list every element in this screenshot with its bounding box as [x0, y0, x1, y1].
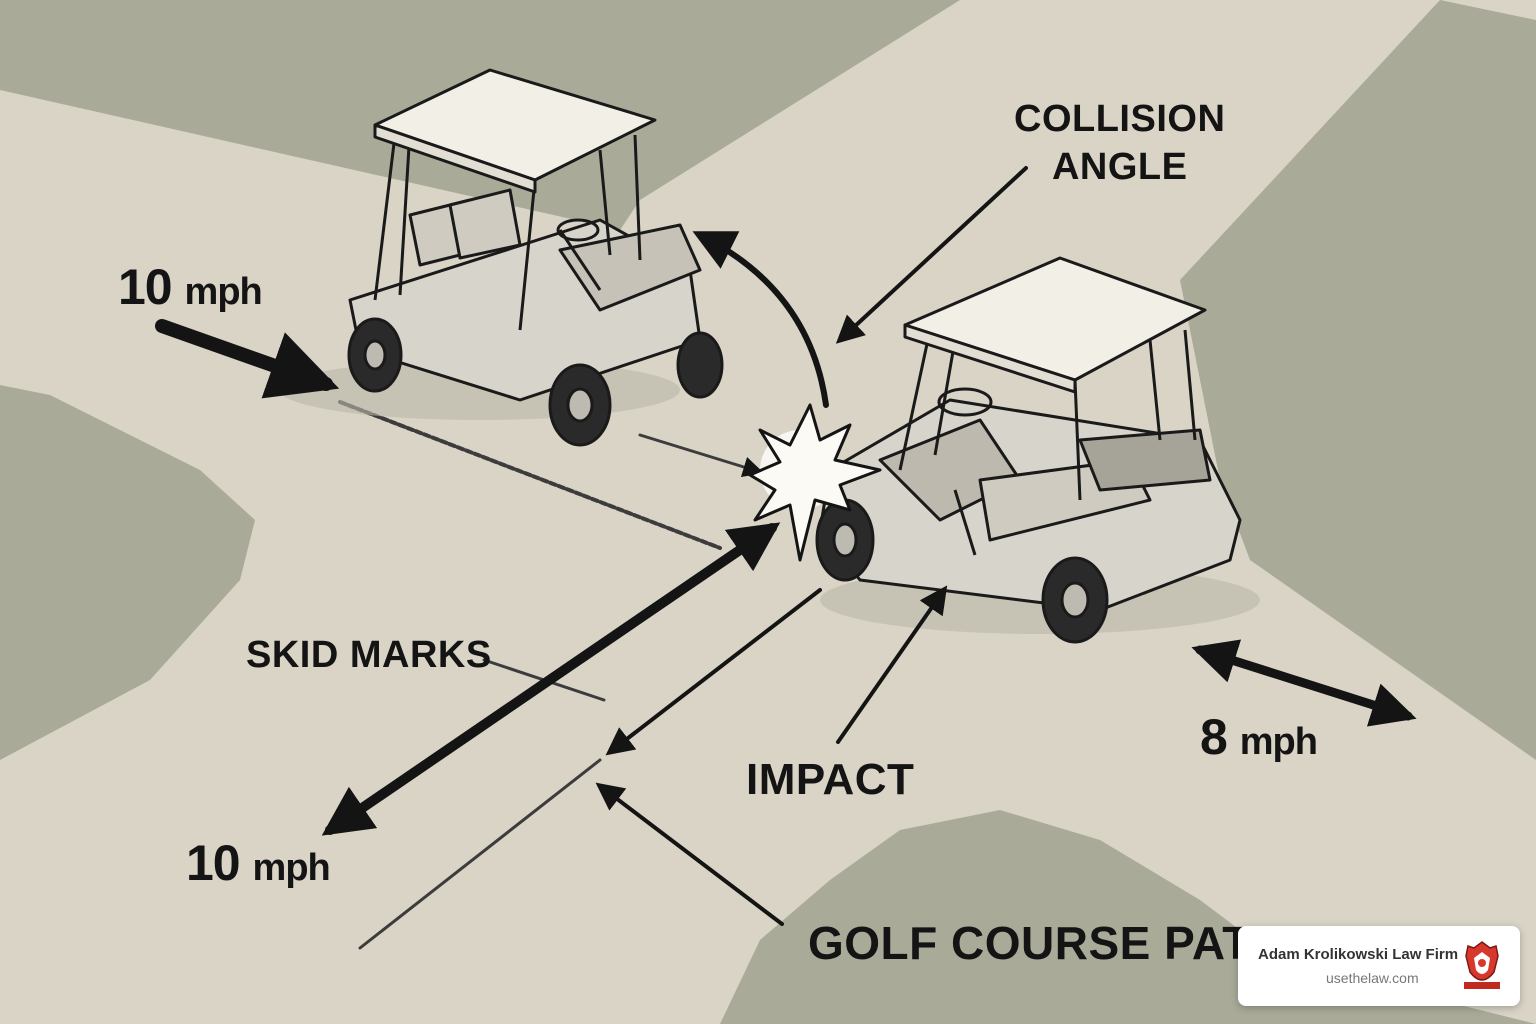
speed-unit: mph [252, 847, 331, 889]
grass-bottom [720, 810, 1536, 1024]
golf-cart-left [280, 68, 724, 447]
label-collision-angle: COLLISION ANGLE [1014, 96, 1225, 191]
arrow-path-bottom-left [321, 522, 781, 836]
arrow-speed-left-top [155, 319, 340, 399]
speed-unit: mph [1239, 721, 1318, 763]
arrow-speed-right [1191, 639, 1417, 727]
watermark-url: usethelaw.com [1326, 970, 1419, 986]
watermark-badge: Adam Krolikowski Law Firm usethelaw.com [1238, 926, 1520, 1006]
speed-number: 10 [186, 835, 241, 891]
speed-unit: mph [184, 271, 263, 313]
arrows [155, 166, 1417, 926]
speed-number: 10 [118, 259, 173, 315]
collision-line-2: ANGLE [1051, 145, 1188, 188]
impact-burst [748, 403, 882, 562]
speed-number: 8 [1200, 709, 1228, 765]
label-speed-left-top: 10 mph [118, 259, 263, 315]
label-speed-right: 8 mph [1200, 709, 1318, 765]
label-golf-course-path: GOLF COURSE PATH [808, 917, 1285, 969]
label-impact: IMPACT [746, 755, 915, 804]
label-speed-left-bottom: 10 mph [186, 835, 331, 891]
label-skid-marks: SKID MARKS [246, 634, 492, 676]
grass-right [1180, 0, 1536, 760]
watermark-firm: Adam Krolikowski Law Firm [1258, 946, 1459, 963]
arrow-deflection [692, 231, 829, 408]
crest-icon [1464, 941, 1500, 989]
golf-cart-right [815, 256, 1260, 644]
collision-line-1: COLLISION [1014, 98, 1226, 140]
grass-left [0, 385, 255, 760]
arrow-return [605, 588, 822, 756]
arrow-golf-path [595, 782, 784, 926]
arrow-collision-angle [835, 166, 1028, 344]
arrow-impact [836, 585, 948, 744]
